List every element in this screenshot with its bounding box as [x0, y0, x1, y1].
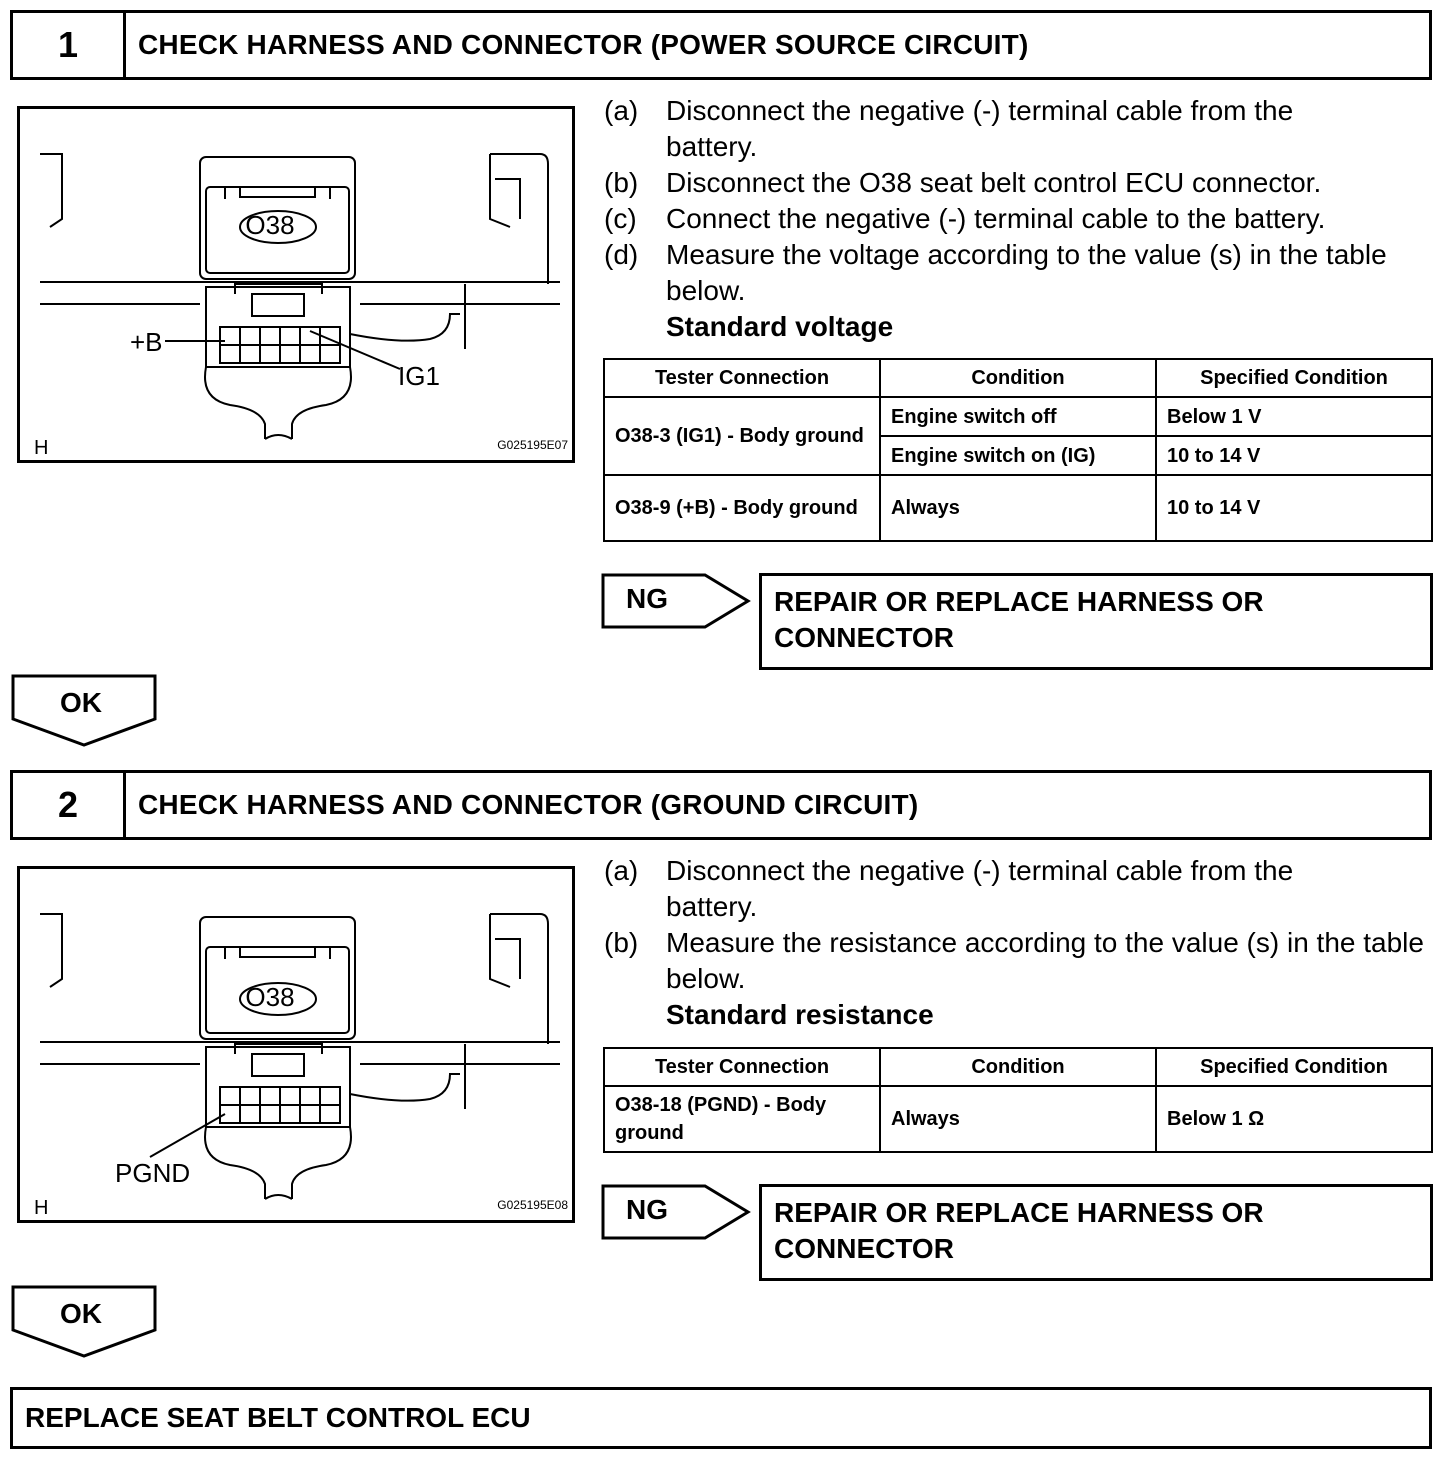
- tester-connection-cell: O38-18 (PGND) - Body ground: [603, 1085, 881, 1153]
- ng-result-box: REPAIR OR REPLACE HARNESS OR CONNECTOR: [759, 1184, 1433, 1281]
- table-header: Condition: [879, 1047, 1157, 1087]
- table-row: O38-18 (PGND) - Body ground Always Below…: [603, 1085, 1433, 1153]
- instruction-item: (b) Disconnect the O38 seat belt control …: [604, 165, 1434, 201]
- ng-arrow: [601, 573, 751, 629]
- table-header: Tester Connection: [603, 358, 881, 398]
- instruction-letter: (b): [604, 167, 639, 198]
- figure-corner-letter: H: [34, 1197, 48, 1219]
- instruction-letter: (c): [604, 203, 637, 234]
- condition-cell: Always: [879, 1085, 1157, 1153]
- tester-connection-cell: O38-3 (IG1) - Body ground: [603, 396, 881, 476]
- ok-label: OK: [60, 1298, 102, 1329]
- connector-diagram: O38 +B IG1 H G025195E07: [34, 153, 568, 459]
- connector-label: O38: [245, 210, 294, 240]
- ng-label: NG: [626, 583, 668, 614]
- instruction-item: (b) Measure the resistance according to t…: [604, 925, 1434, 997]
- ok-label: OK: [60, 687, 102, 718]
- table-header: Condition: [879, 358, 1157, 398]
- instruction-letter: (b): [604, 927, 639, 958]
- table-header: Specified Condition: [1155, 358, 1433, 398]
- instruction-text: Disconnect the negative (-) terminal cab…: [666, 95, 1294, 162]
- step-1-instructions: (a) Disconnect the negative (-) terminal …: [604, 93, 1434, 345]
- instruction-text: Disconnect the negative (-) terminal cab…: [666, 855, 1294, 922]
- table-header: Tester Connection: [603, 1047, 881, 1087]
- instruction-item: (c) Connect the negative (-) terminal cab…: [604, 201, 1434, 237]
- standard-label: Standard voltage: [666, 311, 894, 342]
- instruction-letter: (a): [604, 95, 639, 126]
- condition-cell: Engine switch on (IG): [879, 435, 1157, 476]
- connector-figure-power: O38 +B IG1 H G025195E07: [17, 106, 575, 463]
- table-row: O38-3 (IG1) - Body ground Engine switch …: [603, 396, 1433, 476]
- voltage-spec-table: Tester Connection Condition Specified Co…: [603, 358, 1433, 542]
- spec-cell: 10 to 14 V: [1155, 474, 1433, 542]
- step-title: CHECK HARNESS AND CONNECTOR (GROUND CIRC…: [138, 789, 919, 820]
- table-row: O38-9 (+B) - Body ground Always 10 to 14…: [603, 474, 1433, 542]
- step-number: 2: [13, 773, 126, 837]
- step-1-header: 1 CHECK HARNESS AND CONNECTOR (POWER SOU…: [10, 10, 1432, 80]
- table-header: Specified Condition: [1155, 1047, 1433, 1087]
- instruction-item: (a) Disconnect the negative (-) terminal …: [604, 853, 1434, 925]
- callout-ig1: IG1: [398, 361, 440, 391]
- figure-corner-letter: H: [34, 437, 48, 459]
- connector-diagram: O38 PGND H G025195E08: [34, 913, 568, 1219]
- callout-pgnd: PGND: [115, 1158, 190, 1188]
- callout-plus-b: +B: [130, 327, 163, 357]
- instruction-text: Disconnect the O38 seat belt control ECU…: [666, 167, 1322, 198]
- tester-connection-cell: O38-9 (+B) - Body ground: [603, 474, 881, 542]
- spec-cell: 10 to 14 V: [1155, 435, 1433, 476]
- step-2-instructions: (a) Disconnect the negative (-) terminal …: [604, 853, 1434, 1033]
- ok-arrow: [11, 674, 157, 747]
- connector-figure-ground: O38 PGND H G025195E08: [17, 866, 575, 1223]
- figure-id: G025195E07: [497, 438, 568, 452]
- instruction-item: (a) Disconnect the negative (-) terminal …: [604, 93, 1434, 165]
- instruction-text: Connect the negative (-) terminal cable …: [666, 203, 1326, 234]
- connector-label: O38: [245, 982, 294, 1012]
- instruction-letter: (a): [604, 855, 639, 886]
- instruction-item: (d) Measure the voltage according to the …: [604, 237, 1434, 309]
- resistance-spec-table: Tester Connection Condition Specified Co…: [603, 1047, 1433, 1153]
- step-number: 1: [13, 13, 126, 77]
- ok-arrow: [11, 1285, 157, 1358]
- ng-label: NG: [626, 1194, 668, 1225]
- step-2-header: 2 CHECK HARNESS AND CONNECTOR (GROUND CI…: [10, 770, 1432, 840]
- ng-result-box: REPAIR OR REPLACE HARNESS OR CONNECTOR: [759, 573, 1433, 670]
- condition-cell: Engine switch off: [879, 396, 1157, 437]
- instruction-letter: (d): [604, 239, 639, 270]
- standard-label: Standard resistance: [666, 999, 934, 1030]
- spec-cell: Below 1 V: [1155, 396, 1433, 437]
- instruction-text: Measure the voltage according to the val…: [666, 239, 1387, 306]
- condition-cell: Always: [879, 474, 1157, 542]
- ng-arrow: [601, 1184, 751, 1240]
- figure-id: G025195E08: [497, 1198, 568, 1212]
- spec-cell: Below 1 Ω: [1155, 1085, 1433, 1153]
- step-title: CHECK HARNESS AND CONNECTOR (POWER SOURC…: [138, 29, 1029, 60]
- instruction-text: Measure the resistance according to the …: [666, 927, 1424, 994]
- table-row: Engine switch on (IG) 10 to 14 V: [604, 435, 1433, 476]
- final-action-box: REPLACE SEAT BELT CONTROL ECU: [10, 1387, 1432, 1449]
- final-action-text: REPLACE SEAT BELT CONTROL ECU: [25, 1402, 531, 1433]
